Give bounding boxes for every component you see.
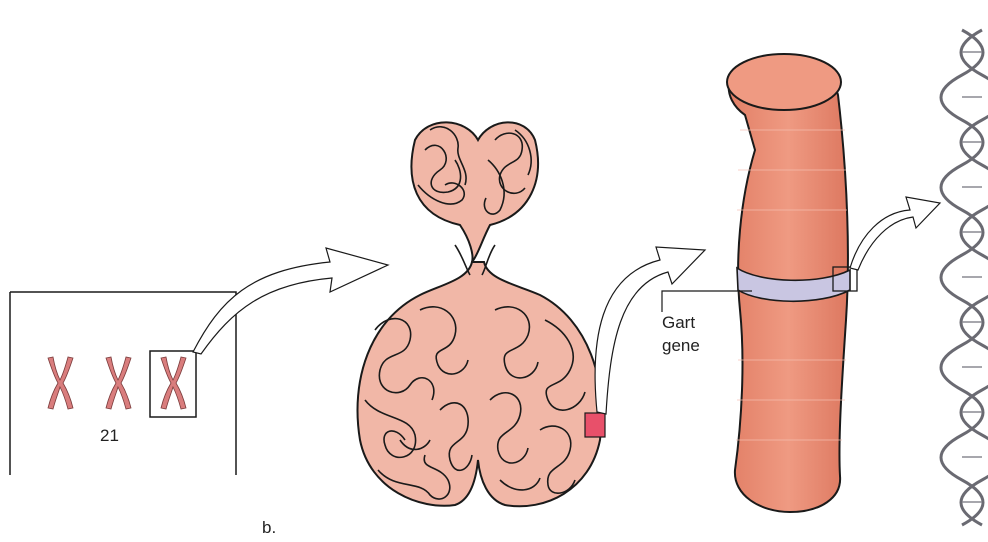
chromosome-icon (106, 357, 131, 409)
gene-highlight (585, 413, 605, 437)
gene-name-label-line2: gene (662, 336, 700, 356)
chromosome-number-label: 21 (100, 426, 119, 446)
chromosome-icon (48, 357, 73, 409)
panel-letter: b. (262, 518, 276, 538)
gene-name-label: Gart (662, 313, 695, 333)
chromosome-icon (161, 357, 186, 409)
condensed-chromosome (358, 122, 606, 506)
curved-arrow-icon (193, 248, 388, 354)
curved-arrow-icon (850, 197, 940, 270)
dna-helix (941, 30, 988, 525)
chromosome-segment (727, 54, 857, 512)
